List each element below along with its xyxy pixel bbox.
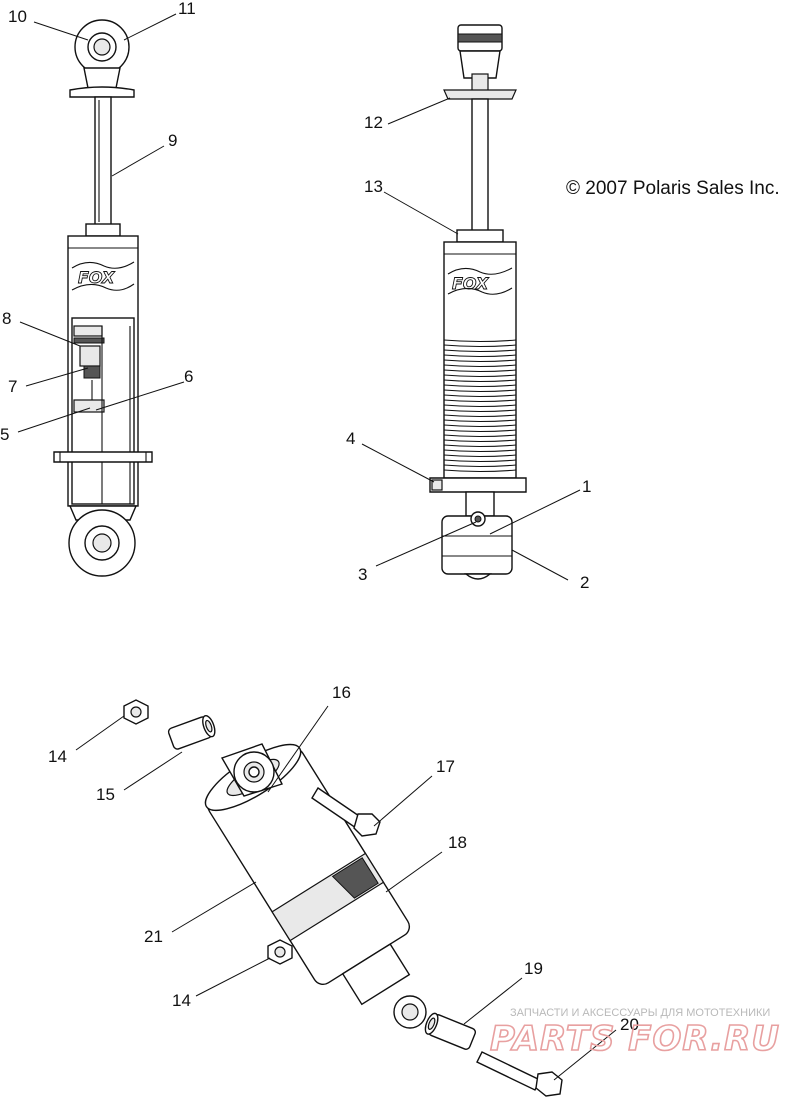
nut-14-top <box>123 699 149 725</box>
exploded-shock-assembly <box>123 699 563 1097</box>
spring-coil <box>443 359 517 363</box>
spring-coil <box>443 434 517 438</box>
spring-coil <box>443 349 517 353</box>
lower-eye <box>393 995 427 1029</box>
bushing-19 <box>424 1012 477 1050</box>
callout-11: 11 <box>178 0 196 18</box>
spring-coil <box>443 414 517 418</box>
callout-14-lower: 14 <box>172 991 191 1010</box>
shaft-right <box>471 98 489 233</box>
callout-19: 19 <box>524 959 543 978</box>
right-shock-assembly: FOX <box>429 24 527 580</box>
washer-12 <box>443 89 517 100</box>
spring-coil <box>443 439 517 443</box>
callout-5: 5 <box>0 425 9 444</box>
callout-15: 15 <box>96 785 115 804</box>
callout-1: 1 <box>582 477 591 496</box>
spring-coil <box>443 424 517 428</box>
spring-coil <box>443 344 517 348</box>
callout-18: 18 <box>448 833 467 852</box>
spring-seat-left <box>53 451 153 463</box>
callout-16: 16 <box>332 683 351 702</box>
watermark-subtitle: ЗАПЧАСТИ И АКСЕССУАРЫ ДЛЯ МОТОТЕХНИКИ <box>510 1007 770 1019</box>
fox-decal-right: FOX <box>447 267 513 295</box>
spring-coil <box>443 389 517 393</box>
callout-7: 7 <box>8 377 17 396</box>
callout-8: 8 <box>2 309 11 328</box>
spring-coil <box>443 404 517 408</box>
nut-13 <box>456 229 504 243</box>
spring-coil <box>443 394 517 398</box>
spring-coil <box>443 369 517 373</box>
callout-14-top: 14 <box>48 747 67 766</box>
callout-10: 10 <box>8 7 27 26</box>
bolt-20 <box>476 1051 563 1097</box>
spring-coils <box>443 339 517 473</box>
callout-17: 17 <box>436 757 455 776</box>
callout-4: 4 <box>346 429 355 448</box>
callout-13: 13 <box>364 177 383 196</box>
spring-coil <box>443 444 517 448</box>
callout-9: 9 <box>168 131 177 150</box>
spring-coil <box>443 469 517 473</box>
spring-coil <box>443 454 517 458</box>
spring-coil <box>443 339 517 343</box>
spring-coil <box>443 464 517 468</box>
shaft-left <box>94 96 112 226</box>
leader-lines <box>17 13 617 1081</box>
nut-14-lower <box>267 939 293 965</box>
spring-coil <box>443 399 517 403</box>
spring-seat-4 <box>429 477 527 493</box>
spring-coil <box>443 354 517 358</box>
callout-12: 12 <box>364 113 383 132</box>
callout-6: 6 <box>184 367 193 386</box>
watermark: ЗАПЧАСТИ И АКСЕССУАРЫ ДЛЯ МОТОТЕХНИКИ PA… <box>489 1007 780 1060</box>
bolt-17 <box>311 787 381 837</box>
spring-coil <box>443 374 517 378</box>
left-shock-assembly: FOX <box>53 19 153 577</box>
callout-21: 21 <box>144 927 163 946</box>
svg-text:FOX: FOX <box>78 268 115 287</box>
spring-coil <box>443 409 517 413</box>
top-collar <box>69 86 135 98</box>
spring-coil <box>443 459 517 463</box>
top-eye-16 <box>220 743 283 797</box>
callout-3: 3 <box>358 565 367 584</box>
spring-coil <box>443 379 517 383</box>
fox-decal-left: FOX <box>71 261 135 291</box>
callout-2: 2 <box>580 573 589 592</box>
bushing-15 <box>167 714 216 750</box>
spring-coil <box>443 384 517 388</box>
spring-coil <box>443 364 517 368</box>
callout-20: 20 <box>620 1015 639 1034</box>
spring-coil <box>443 449 517 453</box>
svg-text:FOX: FOX <box>452 274 489 293</box>
callout-labels: 10 11 9 8 7 6 5 12 13 4 1 3 2 14 15 16 1… <box>0 0 639 1034</box>
spring-coil <box>443 429 517 433</box>
spring-coil <box>443 419 517 423</box>
watermark-logo: PARTS FOR.RU <box>490 1019 780 1059</box>
copyright-notice: © 2007 Polaris Sales Inc. <box>566 178 780 199</box>
